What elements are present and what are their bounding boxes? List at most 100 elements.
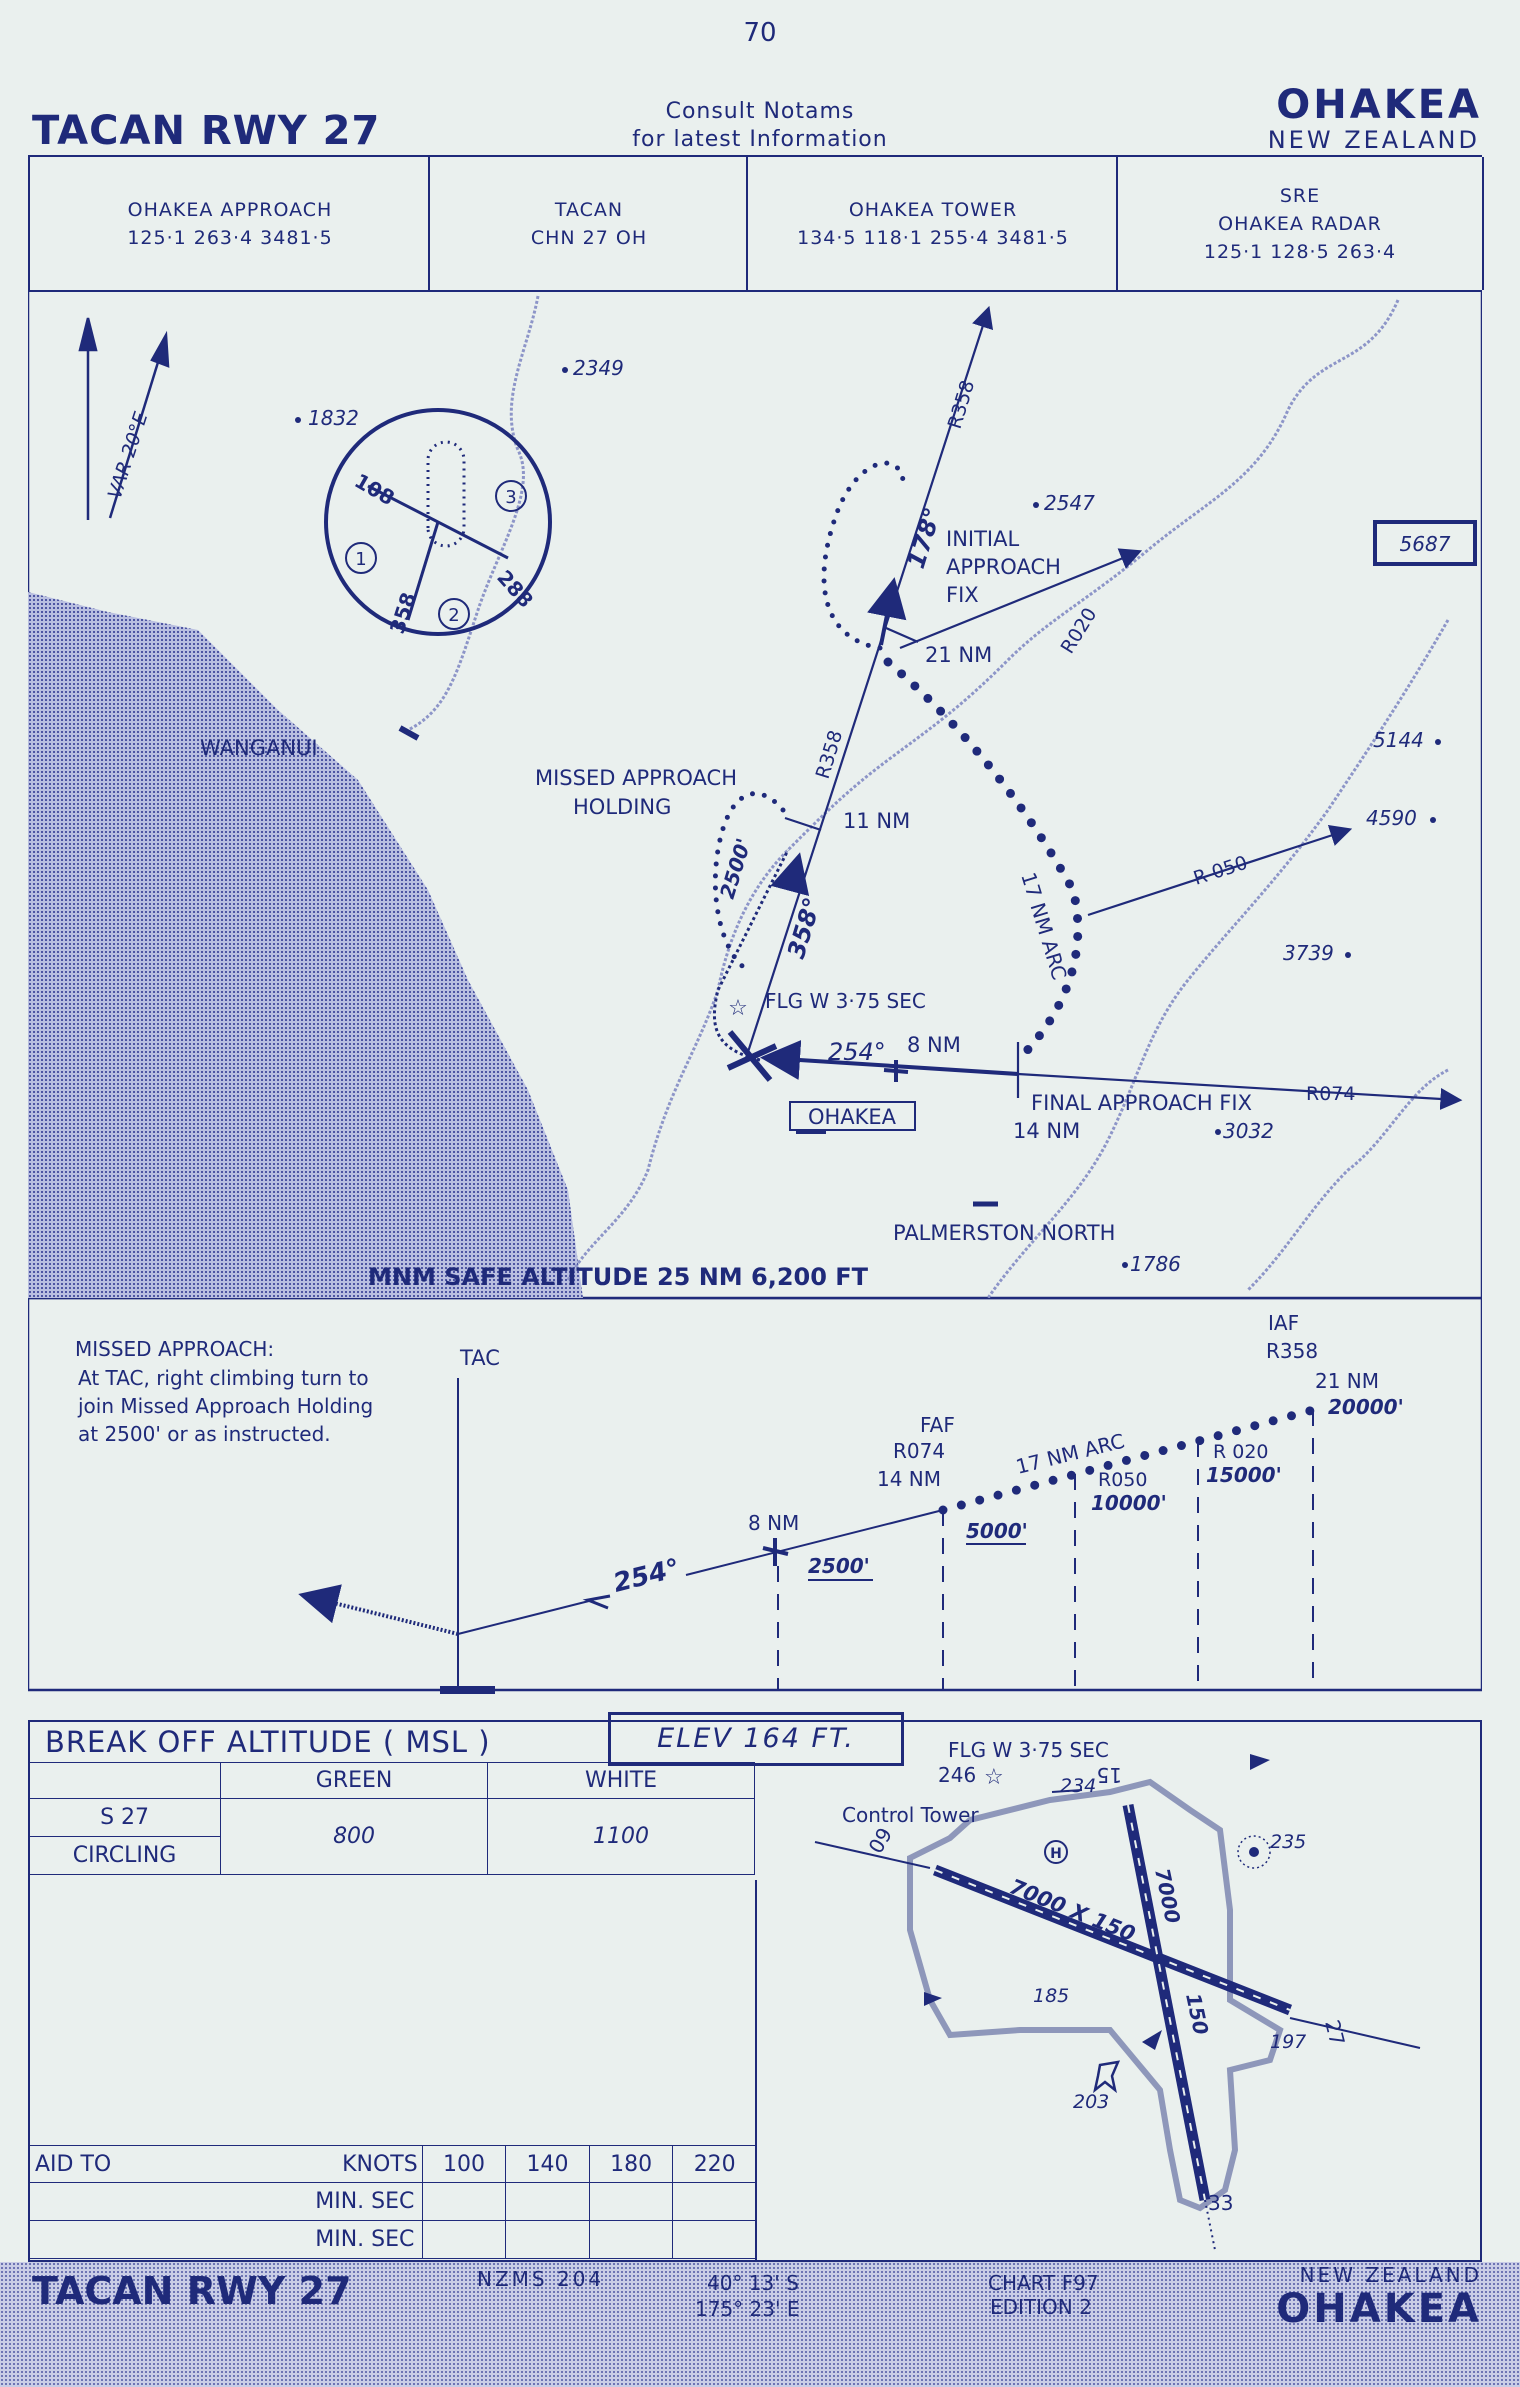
- footer-lon: 175° 23' E: [695, 2297, 799, 2321]
- knots-label: KNOTS: [307, 2145, 423, 2183]
- profile-arc-dots: [938, 1405, 1318, 1515]
- green-value: 800: [220, 1798, 489, 1875]
- profile-iaf: IAF: [1268, 1311, 1299, 1335]
- freq-tower: OHAKEA TOWER 134·5 118·1 255·4 3481·5: [746, 157, 1118, 290]
- ad-height-203: 203: [1073, 2091, 1109, 2113]
- freq-tacan: TACAN CHN 27 OH: [428, 157, 748, 290]
- iaf-line3: FIX: [946, 583, 979, 607]
- missed-holding-line1: MISSED APPROACH: [535, 766, 737, 790]
- profile-faf-alt: 5000': [966, 1519, 1028, 1543]
- freq-radar-name2: OHAKEA RADAR: [1218, 212, 1382, 235]
- missed-line-2: join Missed Approach Holding: [77, 1394, 373, 1418]
- min-sec-cell: [505, 2220, 590, 2259]
- approach-lights: [814, 1789, 1421, 2049]
- freq-tacan-name: TACAN: [554, 198, 624, 221]
- plan-light-label: FLG W 3·75 SEC: [765, 989, 926, 1013]
- radial-r074: R074: [1306, 1083, 1355, 1105]
- freq-tower-value: 134·5 118·1 255·4 3481·5: [797, 226, 1069, 249]
- speed-220: 220: [672, 2145, 757, 2183]
- iaf-holding: [821, 460, 906, 651]
- aid-blank-1: [27, 2182, 308, 2221]
- missed-holding-pattern: [712, 791, 786, 973]
- profile-course: 254°: [610, 1553, 683, 1598]
- minima-table: GREEN WHITE S 27 800 1100 CIRCLING: [27, 1762, 755, 1875]
- timing-table: AID TO KNOTS 100 140 180 220 MIN. SEC MI…: [27, 2145, 757, 2259]
- airfield-boundary: [907, 1778, 1284, 2212]
- profile-faf-radial: R074: [893, 1439, 945, 1463]
- spot-height-5144: 5144: [1373, 728, 1424, 752]
- profile-8nm: 8 NM: [748, 1511, 799, 1535]
- ad-light-height: 246: [938, 1763, 976, 1787]
- radial-r358-lower: R358: [812, 728, 848, 782]
- runway-09-27: [932, 1864, 1293, 2016]
- ohakea-aerodrome-symbol: [726, 1030, 778, 1082]
- iaf-line2: APPROACH: [946, 555, 1061, 579]
- dme-arc: [883, 657, 1083, 1065]
- aid-label: AID TO: [27, 2145, 308, 2183]
- min-sec-cell: [421, 2220, 507, 2259]
- missed-line-3: at 2500' or as instructed.: [78, 1422, 331, 1446]
- notam-notice: Consult Notams for latest Information: [560, 98, 960, 154]
- wanganui-marker: [398, 725, 420, 741]
- rivers: [407, 295, 1450, 1299]
- min-sec-cell: [588, 2182, 674, 2221]
- ad-light-star: ☆: [984, 1765, 1004, 1790]
- freq-approach: OHAKEA APPROACH 125·1 263·4 3481·5: [28, 157, 430, 290]
- final-course: 254°: [828, 1038, 886, 1066]
- aerodrome-diagram: FLG W 3·75 SEC 246 ☆ Control Tower 234 2…: [814, 1738, 1421, 2251]
- profile-faf-distance: 14 NM: [877, 1467, 941, 1491]
- freq-tacan-value: CHN 27 OH: [530, 226, 648, 249]
- sea-area: [28, 592, 583, 1298]
- spot-height-5687: 5687: [1400, 532, 1451, 556]
- footer-lat: 40° 13' S: [707, 2271, 799, 2295]
- notam-line-2: for latest Information: [632, 127, 888, 152]
- plan-view: VAR 20°E 108 358 288 1 2 3 1832 2349 254…: [28, 290, 1482, 1300]
- spot-height-1832: 1832: [308, 406, 359, 430]
- freq-radar-name: SRE: [1279, 184, 1321, 207]
- light-star: ☆: [728, 996, 748, 1021]
- break-off-title: BREAK OFF ALTITUDE ( MSL ): [45, 1725, 491, 1759]
- faf-label: FINAL APPROACH FIX: [1031, 1091, 1252, 1115]
- profile-r020-alt: 15000': [1206, 1463, 1282, 1487]
- profile-iaf-radial: R358: [1266, 1339, 1318, 1363]
- ad-height-185: 185: [1033, 1985, 1069, 2007]
- procedure-title: TACAN RWY 27: [32, 108, 381, 154]
- min-sec-cell: [505, 2182, 590, 2221]
- min-sec-cell: [672, 2182, 757, 2221]
- footer-country: NEW ZEALAND: [1300, 2263, 1482, 2287]
- radial-r358-upper: R358: [944, 378, 980, 432]
- minima-corner: [27, 1762, 222, 1799]
- inset-sector-1: 1: [355, 549, 366, 570]
- runway-end-27: 27: [1320, 2017, 1349, 2048]
- faf-distance: 14 NM: [1013, 1119, 1080, 1143]
- footer-band: TACAN RWY 27 NZMS 204 40° 13' S 175° 23'…: [0, 2262, 1520, 2387]
- runway-end-15: 15: [1097, 1763, 1122, 1787]
- missed-holding-altitude: 2500': [715, 835, 756, 901]
- profile-faf: FAF: [920, 1413, 955, 1437]
- profile-r050-alt: 10000': [1091, 1491, 1167, 1515]
- speed-140: 140: [505, 2145, 590, 2183]
- runway-end-09: 09: [864, 1823, 898, 1857]
- ad-light: FLG W 3·75 SEC: [948, 1738, 1109, 1762]
- spot-height-1786: 1786: [1130, 1252, 1181, 1276]
- country-title: NEW ZEALAND: [1267, 126, 1480, 154]
- variation-label: VAR 20°E: [104, 409, 153, 501]
- wind-indicator-icon: [924, 1992, 942, 2006]
- missed-holding-distance: 11 NM: [843, 809, 910, 833]
- notam-line-1: Consult Notams: [665, 99, 855, 124]
- min-sec-label-1: MIN. SEC: [307, 2182, 423, 2221]
- inset-sector-2: 2: [448, 605, 459, 626]
- runway-end-33: 33: [1208, 2191, 1233, 2215]
- inset-heading-288: 288: [492, 565, 538, 612]
- freq-tower-name: OHAKEA TOWER: [848, 198, 1018, 221]
- footer-airport: OHAKEA: [1276, 2286, 1482, 2332]
- min-sec-cell: [588, 2220, 674, 2259]
- final-fix-cross: [883, 1060, 909, 1082]
- svg-text:H: H: [1050, 1846, 1062, 1862]
- spot-height-dots: [295, 367, 1441, 1268]
- min-sec-cell: [672, 2220, 757, 2259]
- speed-100: 100: [421, 2145, 507, 2183]
- obstacle-icon: [1093, 2060, 1121, 2094]
- spot-height-3032: 3032: [1223, 1119, 1274, 1143]
- page-number: 70: [743, 18, 777, 48]
